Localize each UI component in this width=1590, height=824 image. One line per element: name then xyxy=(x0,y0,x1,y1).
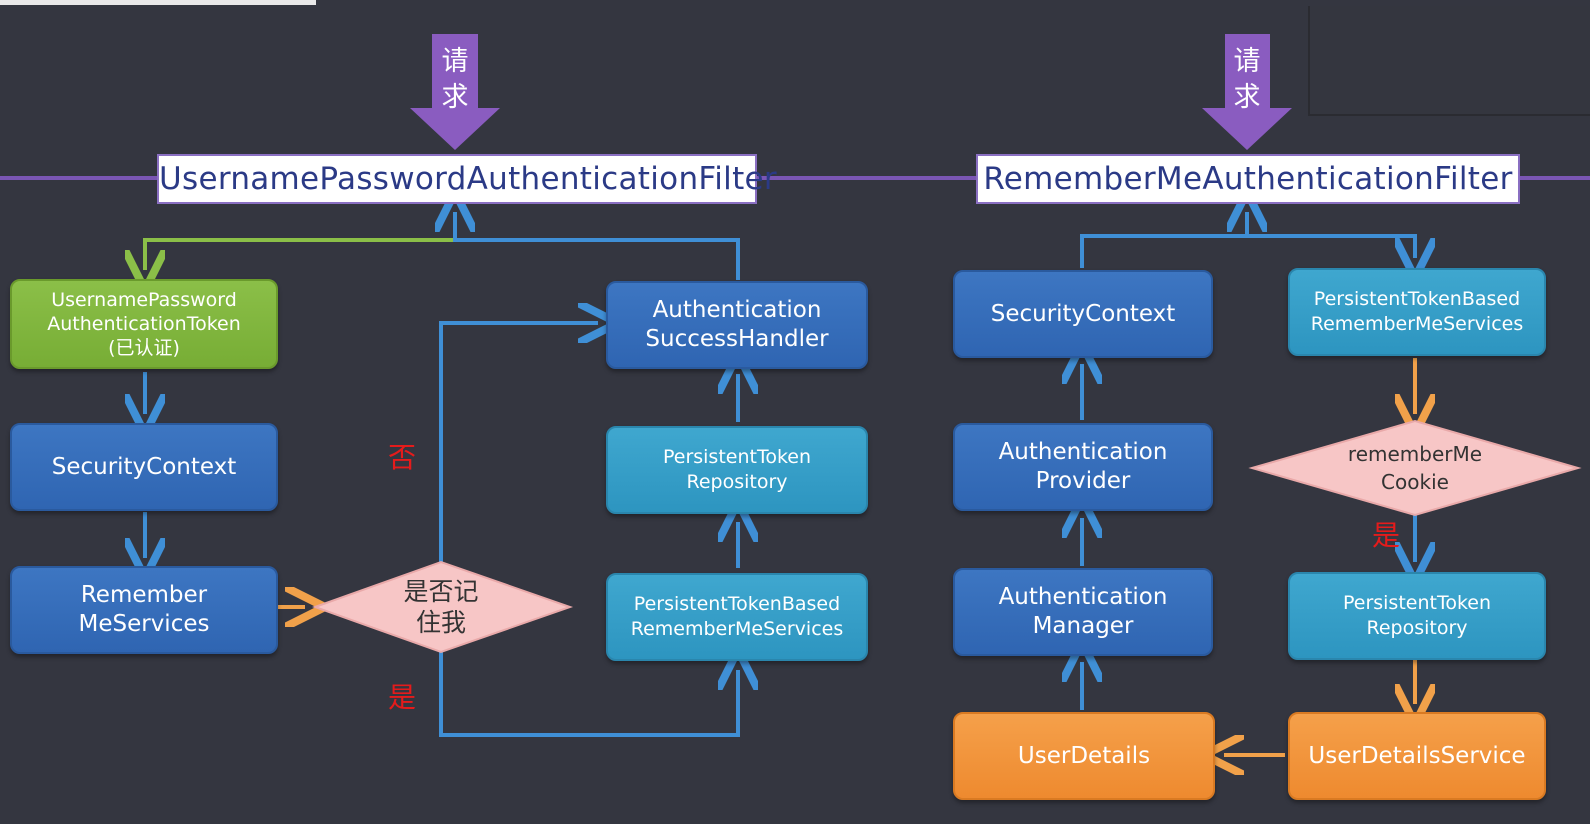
remember-me-services-node: Remember MeServices xyxy=(10,566,278,654)
remember-decision-diamond xyxy=(312,560,574,654)
right-token-repository-node: PersistentToken Repository xyxy=(1288,572,1546,660)
left-request-label: 请 求 xyxy=(441,46,469,113)
authentication-provider-node: Authentication Provider xyxy=(953,423,1213,511)
success-handler-node: Authentication SuccessHandler xyxy=(606,281,868,369)
right-security-context-node: SecurityContext xyxy=(953,270,1213,358)
yes-label: 是 xyxy=(388,681,417,714)
remember-me-filter: RememberMeAuthenticationFilter xyxy=(976,154,1520,204)
token-arrow xyxy=(145,238,455,270)
right-token-based-services-node: PersistentTokenBased RememberMeServices xyxy=(1288,268,1546,356)
handler-to-filter-arrow xyxy=(455,212,740,280)
user-details-service-node: UserDetailsService xyxy=(1288,712,1546,800)
cookie-decision-label: rememberMe Cookie xyxy=(1347,442,1483,494)
no-branch-arrow xyxy=(439,323,598,562)
remember-decision-label: 是否记 住我 xyxy=(403,577,479,637)
right-yes-label: 是 xyxy=(1372,519,1401,552)
overlay-panel xyxy=(1308,6,1590,116)
token-based-services-node: PersistentTokenBased RememberMeServices xyxy=(606,573,868,661)
right-request-label: 请 求 xyxy=(1233,46,1261,113)
top-strip xyxy=(0,0,316,5)
security-context-node: SecurityContext xyxy=(10,423,278,511)
username-password-filter: UsernamePasswordAuthenticationFilter xyxy=(157,154,777,204)
token-repository-node: PersistentToken Repository xyxy=(606,426,868,514)
filter-to-services-arrow xyxy=(1080,234,1415,268)
authentication-token-node: UsernamePassword AuthenticationToken (已认… xyxy=(10,279,278,369)
left-request-arrow xyxy=(410,34,500,150)
right-request-arrow xyxy=(1202,34,1292,150)
authentication-manager-node: Authentication Manager xyxy=(953,568,1213,656)
user-details-node: UserDetails xyxy=(953,712,1215,800)
yes-branch-arrow xyxy=(439,652,738,737)
no-label: 否 xyxy=(388,441,417,474)
cookie-decision-diamond xyxy=(1248,419,1582,517)
